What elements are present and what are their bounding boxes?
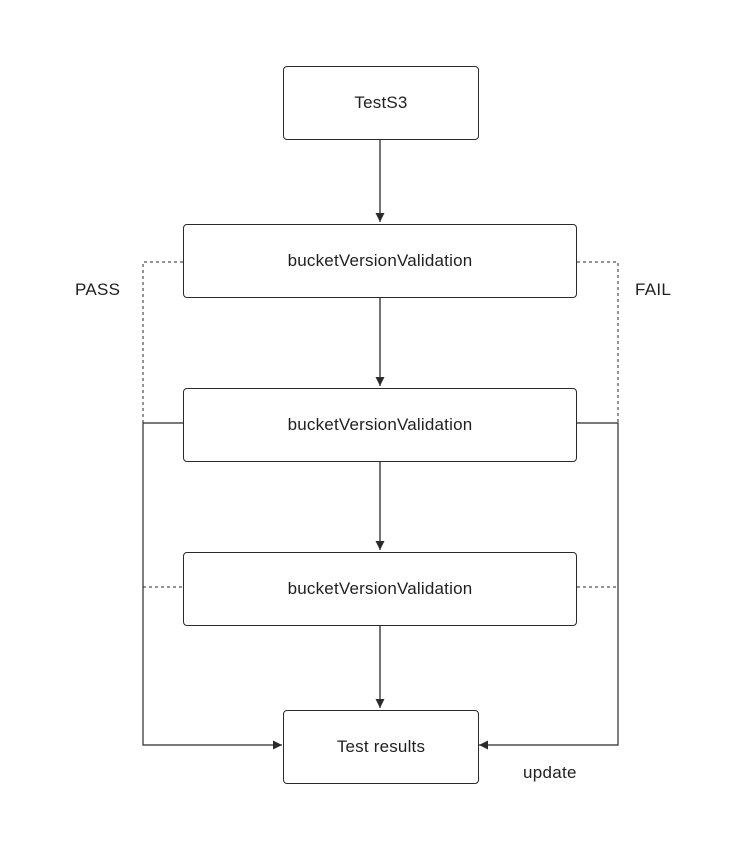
node-tests3-label: TestS3	[354, 93, 408, 112]
pass-label: PASS	[75, 280, 121, 299]
fail-label: FAIL	[635, 280, 672, 299]
pass-branch-dashed	[142, 261, 183, 424]
fail-branch-dashed	[577, 261, 619, 424]
fail-branch-solid	[479, 422, 619, 750]
update-label: update	[523, 763, 577, 782]
node-bucket-version-validation-1[interactable]: bucketVersionValidation	[183, 224, 577, 298]
node-step2-label: bucketVersionValidation	[287, 415, 473, 434]
node-bucket-version-validation-2[interactable]: bucketVersionValidation	[183, 388, 577, 462]
node-tests3[interactable]: TestS3	[283, 66, 479, 140]
pass-branch-solid	[142, 422, 282, 750]
node-step1-label: bucketVersionValidation	[287, 251, 473, 270]
node-test-results-label: Test results	[336, 737, 426, 756]
node-test-results[interactable]: Test results	[283, 710, 479, 784]
node-step3-label: bucketVersionValidation	[287, 579, 473, 598]
node-bucket-version-validation-3[interactable]: bucketVersionValidation	[183, 552, 577, 626]
